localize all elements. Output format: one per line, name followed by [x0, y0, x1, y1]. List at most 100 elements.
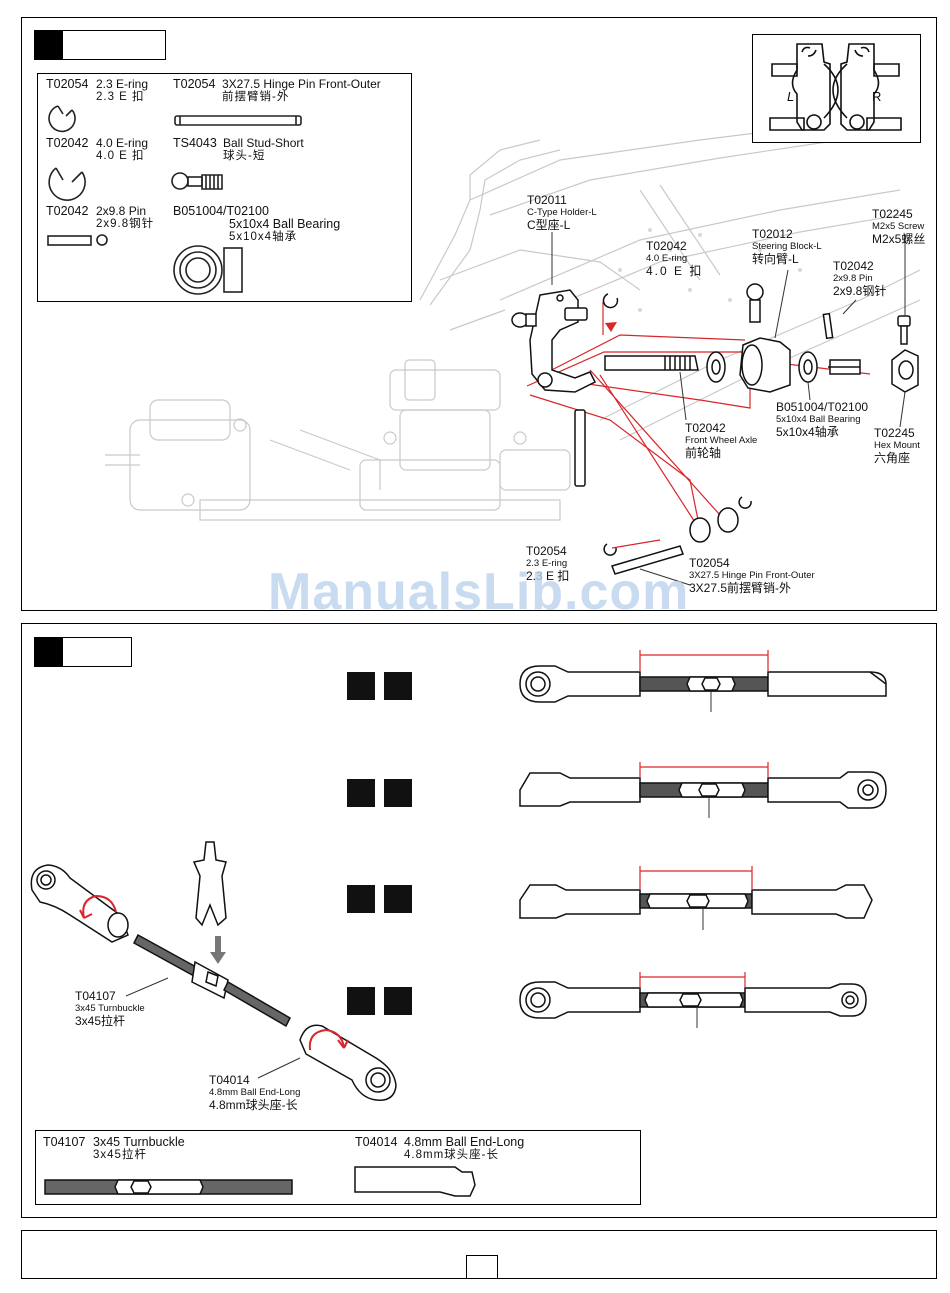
part-code: TS4043 — [173, 136, 217, 150]
row-marker — [347, 672, 375, 700]
callout-code: T02245 — [872, 207, 913, 221]
c-holder-lr-inset — [769, 43, 902, 131]
callout-en: 4.0 E-ring — [646, 252, 688, 264]
turnbuckle-row-2 — [519, 771, 887, 809]
ball-stud-icon — [171, 172, 223, 190]
part-name-cn: 球头-短 — [223, 150, 266, 162]
callout-cn: 3x45拉杆 — [75, 1013, 126, 1028]
part-code: T04014 — [355, 1135, 398, 1149]
step2-panel — [21, 623, 937, 1218]
callout-steering-block: T02012 Steering Block-L 转向臂-L — [752, 227, 822, 267]
part-code: T02042 — [46, 204, 89, 218]
callout-e-ring-40: T02042 4.0 E-ring 4.0 E 扣 — [646, 239, 704, 279]
callout-code: T02012 — [752, 227, 793, 241]
callout-bearing: B051004/T02100 5x10x4 Ball Bearing 5x10x… — [776, 400, 869, 440]
part-name-en: 3x45 Turnbuckle — [93, 1135, 185, 1149]
part-code: T02042 — [46, 136, 89, 150]
part-name-en: 4.0 E-ring — [96, 136, 149, 150]
callout-cn: 5x10x4轴承 — [776, 424, 839, 439]
callout-en: 3X27.5 Hinge Pin Front-Outer — [689, 569, 815, 581]
row-marker — [347, 779, 375, 807]
callout-code: T02054 — [526, 544, 567, 558]
watermark: ManualsLib.com — [268, 563, 690, 621]
pin-icon — [47, 235, 92, 246]
callout-hex-mount: T02245 Hex Mount 六角座 — [874, 426, 920, 466]
part-name-cn: 2.3 E 扣 — [96, 91, 145, 103]
callout-en: 5x10x4 Ball Bearing — [776, 413, 861, 425]
parts-icons-step1 — [47, 105, 302, 295]
callout-c-holder: T02011 C-Type Holder-L C型座-L — [527, 193, 597, 233]
part-name-cn: 5x10x4轴承 — [229, 231, 298, 243]
callout-en: M2x5 Screw — [872, 220, 925, 232]
callout-cn: 六角座 — [874, 450, 911, 465]
callout-turnbuckle: T04107 3x45 Turnbuckle 3x45拉杆 — [75, 989, 145, 1029]
part-code: T04107 — [43, 1135, 86, 1149]
callout-cn: 转向臂-L — [752, 251, 799, 266]
turnbuckle-row-1 — [519, 665, 887, 703]
callout-en: 4.8mm Ball End-Long — [209, 1086, 301, 1098]
callout-en: 2.3 E-ring — [526, 557, 568, 569]
turnbuckle-length-diagrams — [519, 650, 887, 1028]
step2-number-tab — [34, 637, 132, 667]
part-name-cn: 2x9.8钢针 — [96, 218, 155, 230]
turnbuckle-part-icon — [44, 1179, 293, 1195]
part-code: B051004/T02100 — [173, 204, 269, 218]
row-marker — [347, 885, 375, 913]
ball-end-part-icon — [354, 1166, 476, 1197]
bearing-icon — [173, 245, 243, 295]
callout-hinge-pin: T02054 3X27.5 Hinge Pin Front-Outer 3X27… — [689, 556, 815, 596]
callout-cn: 2x9.8钢针 — [833, 283, 887, 298]
e-ring-large-icon — [48, 167, 86, 201]
left-label: L — [787, 89, 795, 104]
callout-code: T04014 — [209, 1073, 250, 1087]
part-name-en: 5x10x4 Ball Bearing — [229, 217, 341, 231]
row-marker — [384, 885, 412, 913]
callout-code: B051004/T02100 — [776, 400, 869, 414]
right-label: R — [872, 89, 882, 104]
part-name-en: 4.8mm Ball End-Long — [404, 1135, 525, 1149]
callout-en: 3x45 Turnbuckle — [75, 1002, 145, 1014]
callout-m2-screw: T02245 M2x5 Screw M2x5螺丝 — [872, 207, 925, 247]
callout-code: T02042 — [646, 239, 687, 253]
lr-inset-box — [752, 34, 921, 143]
part-name-en: 3X27.5 Hinge Pin Front-Outer — [222, 77, 381, 91]
page-number-tab — [466, 1255, 498, 1278]
parts-icons-step2 — [44, 1166, 476, 1197]
part-name-cn: 4.0 E 扣 — [96, 150, 145, 162]
turnbuckle-assembly-illustration — [30, 841, 397, 1101]
part-code: T02054 — [46, 77, 89, 91]
callout-cn: 前轮轴 — [685, 445, 722, 460]
callout-cn: 3X27.5前摆臂销-外 — [689, 580, 792, 595]
callout-cn: 4.0 E 扣 — [646, 263, 704, 278]
callout-cn: 2.3 E 扣 — [526, 568, 570, 583]
callout-code: T02042 — [833, 259, 874, 273]
row-marker — [384, 779, 412, 807]
step1-number-tab — [34, 30, 166, 60]
part-code: T02054 — [173, 77, 216, 91]
callout-code: T02011 — [527, 193, 567, 207]
part-name-en: 2.3 E-ring — [96, 77, 149, 91]
callout-code: T02245 — [874, 426, 915, 440]
callout-en: Hex Mount — [874, 439, 920, 451]
e-ring-small-icon — [48, 105, 76, 133]
turnbuckle-row-4 — [519, 981, 867, 1019]
callout-cn: 4.8mm球头座-长 — [209, 1097, 298, 1112]
callout-axle: T02042 Front Wheel Axle 前轮轴 — [685, 421, 758, 461]
turnbuckle-row-3 — [519, 884, 873, 919]
row-marker — [384, 987, 412, 1015]
part-name-en: 2x9.8 Pin — [96, 204, 147, 218]
callout-code: T02042 — [685, 421, 726, 435]
chassis-background-drawing — [105, 124, 921, 521]
row-marker — [347, 987, 375, 1015]
callout-en: Front Wheel Axle — [685, 434, 758, 446]
callout-en: 2x9.8 Pin — [833, 272, 873, 284]
callout-en: Steering Block-L — [752, 240, 822, 252]
callout-pin-2x98: T02042 2x9.8 Pin 2x9.8钢针 — [833, 259, 887, 299]
callout-e-ring-23: T02054 2.3 E-ring 2.3 E 扣 — [526, 544, 570, 584]
hinge-pin-icon — [174, 115, 302, 126]
part-name-cn: 4.8mm球头座-长 — [404, 1149, 499, 1161]
part-name-en: Ball Stud-Short — [223, 136, 304, 150]
callout-code: T02054 — [689, 556, 730, 570]
row-marker — [384, 672, 412, 700]
part-name-cn: 3x45拉杆 — [93, 1149, 147, 1161]
